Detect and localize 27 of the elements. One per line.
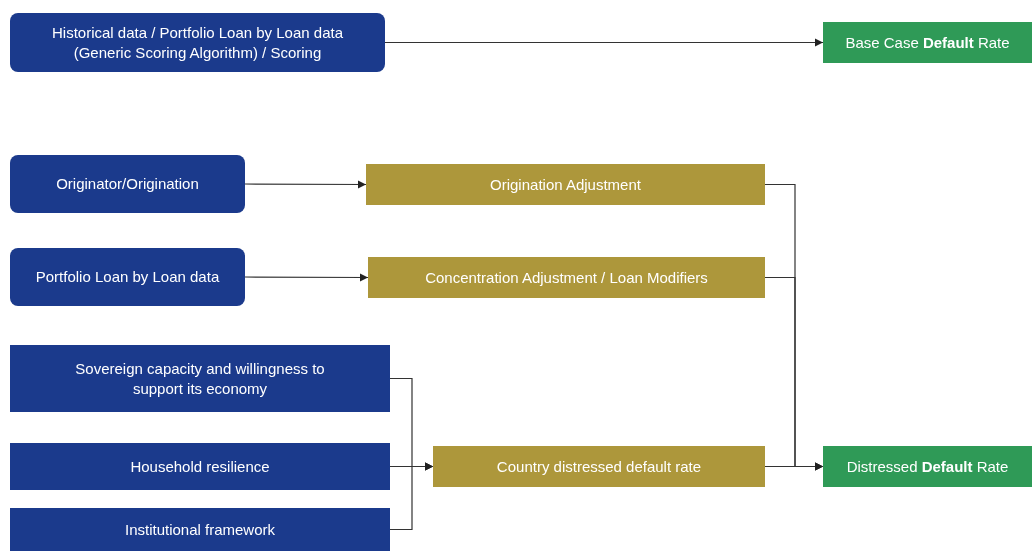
input-box: [10, 443, 390, 490]
input-box: [10, 155, 245, 213]
node-label: Origination Adjustment: [490, 174, 641, 195]
node-label: Originator/Origination: [56, 174, 199, 194]
result-box: [823, 446, 1032, 487]
node-label: Distressed Default Rate: [846, 456, 1009, 477]
node-label: Portfolio Loan by Loan data: [35, 267, 220, 287]
adjustment-box: [366, 164, 765, 205]
input-box: [10, 248, 245, 306]
arrow: [384, 38, 824, 47]
arrow: [244, 180, 367, 189]
input-box: [10, 508, 390, 551]
node-label: Institutional framework: [124, 519, 276, 540]
node-label: Household resilience: [130, 456, 270, 477]
adjustment-box: [368, 257, 765, 298]
result-box: [823, 22, 1032, 63]
arrow: [764, 462, 824, 471]
arrow: [389, 462, 434, 531]
node-label: Historical data / Portfolio Loan by Loan data (Generic Scoring Algorithm) / Scoring: [51, 23, 344, 62]
adjustment-box: [433, 446, 765, 487]
arrow: [244, 273, 369, 282]
node-label: Concentration Adjustment / Loan Modifiers: [425, 267, 708, 288]
node-label: Sovereign capacity and willingness to support its economy: [74, 359, 326, 398]
node-label: Base Case Default Rate: [845, 32, 1010, 53]
input-box: [10, 345, 390, 412]
node-label: Country distressed default rate: [496, 456, 702, 477]
input-box: [10, 13, 385, 72]
